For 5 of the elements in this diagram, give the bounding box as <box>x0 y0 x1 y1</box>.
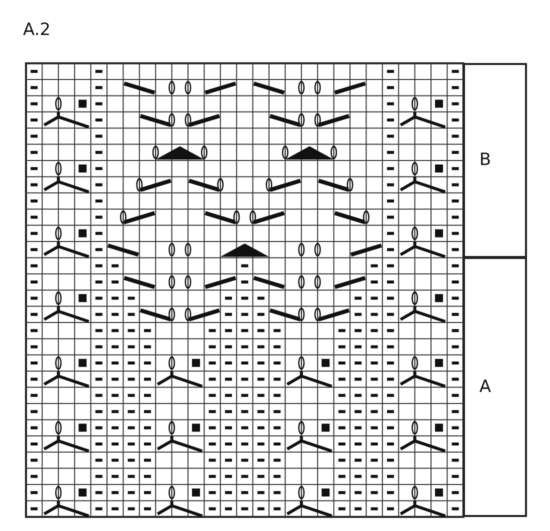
section-label: A <box>479 376 492 397</box>
chart-title: A.2 <box>23 20 51 40</box>
section-bracket <box>463 256 528 517</box>
section-label: B <box>479 150 492 170</box>
section-bracket <box>463 63 528 258</box>
